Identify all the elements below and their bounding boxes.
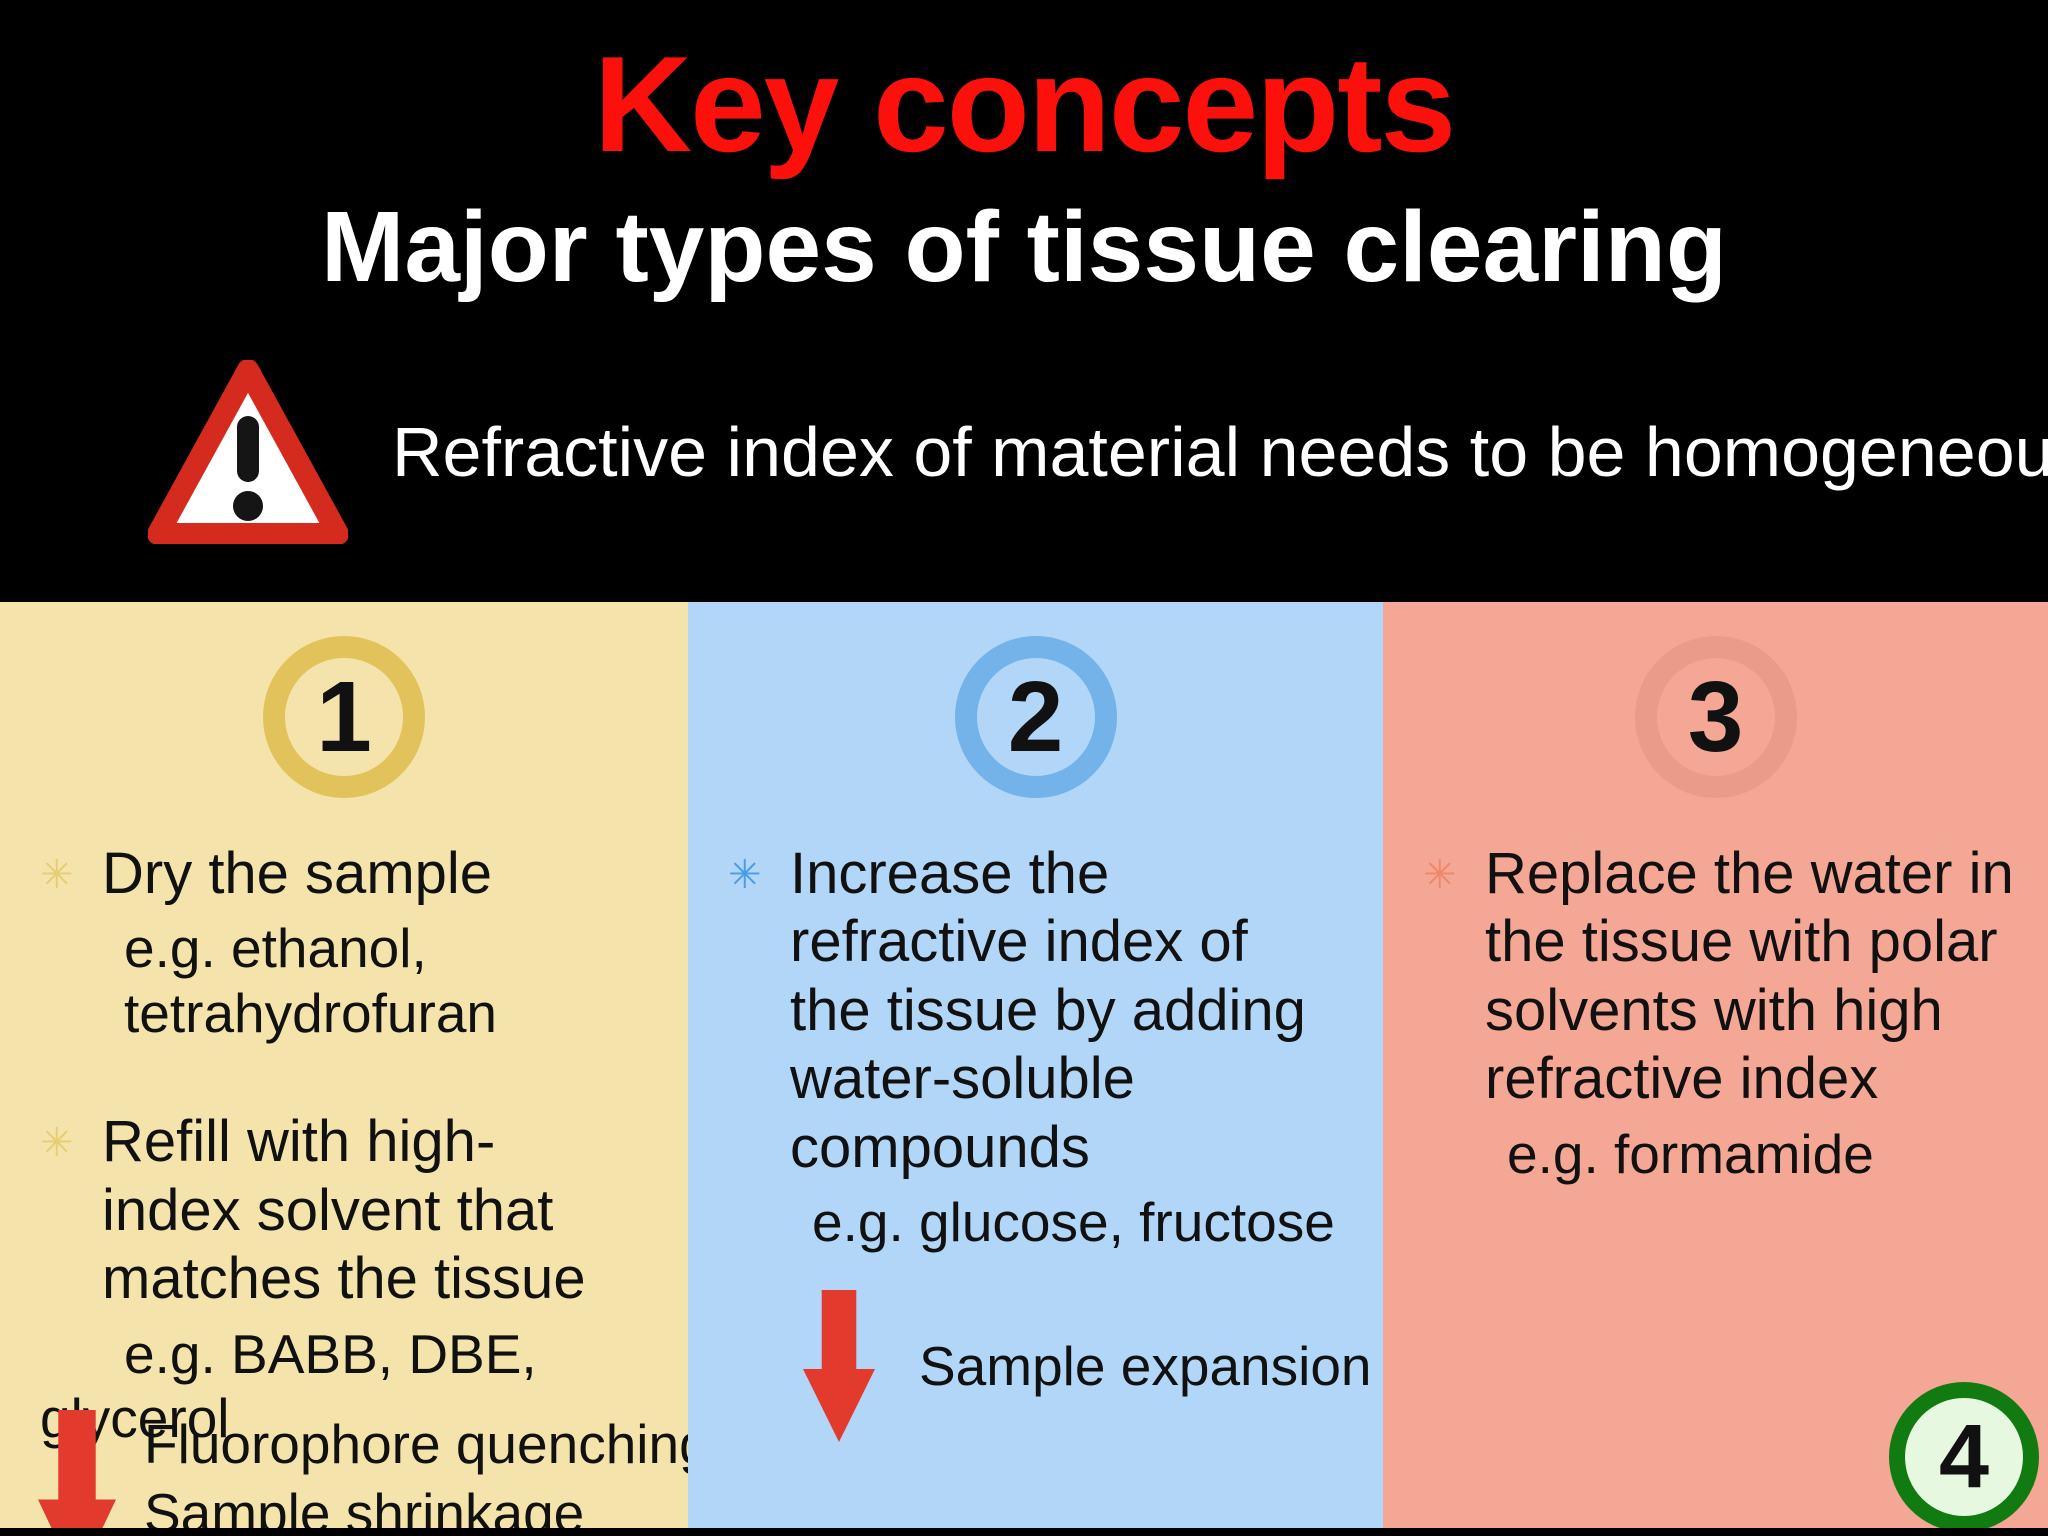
page-title: Key concepts [593, 28, 1456, 180]
downside-lines: Sample expansion [919, 1332, 1372, 1401]
star-bullet-icon: ✳ [40, 853, 74, 897]
bullet-body: Dry the sample e.g. ethanol, tetrahydrof… [102, 840, 497, 1046]
bullet-example: e.g. glucose, fructose [812, 1191, 1335, 1254]
warning-text: Refractive index of material needs to be… [392, 413, 2048, 491]
header: Key concepts Major types of tissue clear… [0, 0, 2048, 602]
bullet-item: ✳ Increase the refractive index of the t… [728, 840, 1375, 1255]
step-3-content: ✳ Replace the water in the tissue with p… [1423, 840, 2040, 1187]
column-step-2: 2 ✳ Increase the refractive index of the… [688, 602, 1383, 1528]
warning-triangle-icon [148, 360, 348, 544]
step-4-number: 4 [1938, 1406, 1990, 1507]
step-1-number-circle: 1 [263, 636, 425, 798]
bullet-example: e.g. formamide [1507, 1122, 1874, 1185]
step-3-number-circle: 3 [1634, 636, 1797, 798]
bullet-example: e.g. ethanol, tetrahydrofuran [124, 917, 497, 1045]
bullet-item: ✳ Replace the water in the tissue with p… [1423, 840, 2040, 1187]
bullet-text: Increase the refractive index of the tis… [790, 841, 1306, 1180]
page-subtitle: Major types of tissue clearing [321, 191, 1727, 303]
down-arrow-icon [38, 1410, 116, 1528]
downside-note: Sample expansion [803, 1290, 1372, 1442]
downside-text: Fluorophore quenching [144, 1413, 688, 1475]
column-step-1: 1 ✳ Dry the sample e.g. ethanol, tetrahy… [0, 602, 688, 1528]
step-3-number: 3 [1687, 660, 1744, 773]
bullet-item: ✳ Dry the sample e.g. ethanol, tetrahydr… [40, 840, 680, 1046]
bullet-text: Refill with high- index solvent that mat… [102, 1109, 586, 1312]
warning-banner: Refractive index of material needs to be… [148, 360, 2048, 544]
bullet-body: Increase the refractive index of the tis… [790, 840, 1335, 1255]
star-bullet-icon: ✳ [40, 1121, 74, 1166]
step-2-number-circle: 2 [954, 636, 1117, 798]
star-bullet-icon: ✳ [1423, 853, 1457, 897]
step-2-number: 2 [1007, 660, 1064, 773]
down-arrow-icon [803, 1290, 875, 1442]
step-2-content: ✳ Increase the refractive index of the t… [728, 840, 1375, 1255]
step-1-number: 1 [316, 660, 372, 773]
bullet-body: Replace the water in the tissue with pol… [1485, 840, 2014, 1187]
step-1-content: ✳ Dry the sample e.g. ethanol, tetrahydr… [40, 840, 680, 1451]
bullet-text: Dry the sample [102, 841, 493, 906]
bullet-item: ✳ Refill with high- index solvent that m… [40, 1108, 680, 1451]
star-bullet-icon: ✳ [728, 853, 762, 897]
columns: 1 ✳ Dry the sample e.g. ethanol, tetrahy… [0, 602, 2048, 1528]
column-step-3: 3 ✳ Replace the water in the tissue with… [1383, 602, 2048, 1528]
downside-text: Sample shrinkage [144, 1481, 585, 1528]
downside-text: Sample expansion [919, 1334, 1372, 1397]
bullet-body: Refill with high- index solvent that mat… [40, 1108, 586, 1451]
downside-lines: Fluorophore quenching Sample shrinkage [144, 1410, 688, 1528]
step-4-badge: 4 [1889, 1382, 2039, 1528]
bullet-text: Replace the water in the tissue with pol… [1485, 841, 2014, 1112]
bottom-edge [0, 1528, 2048, 1536]
downside-note: Fluorophore quenching Sample shrinkage [38, 1410, 688, 1528]
